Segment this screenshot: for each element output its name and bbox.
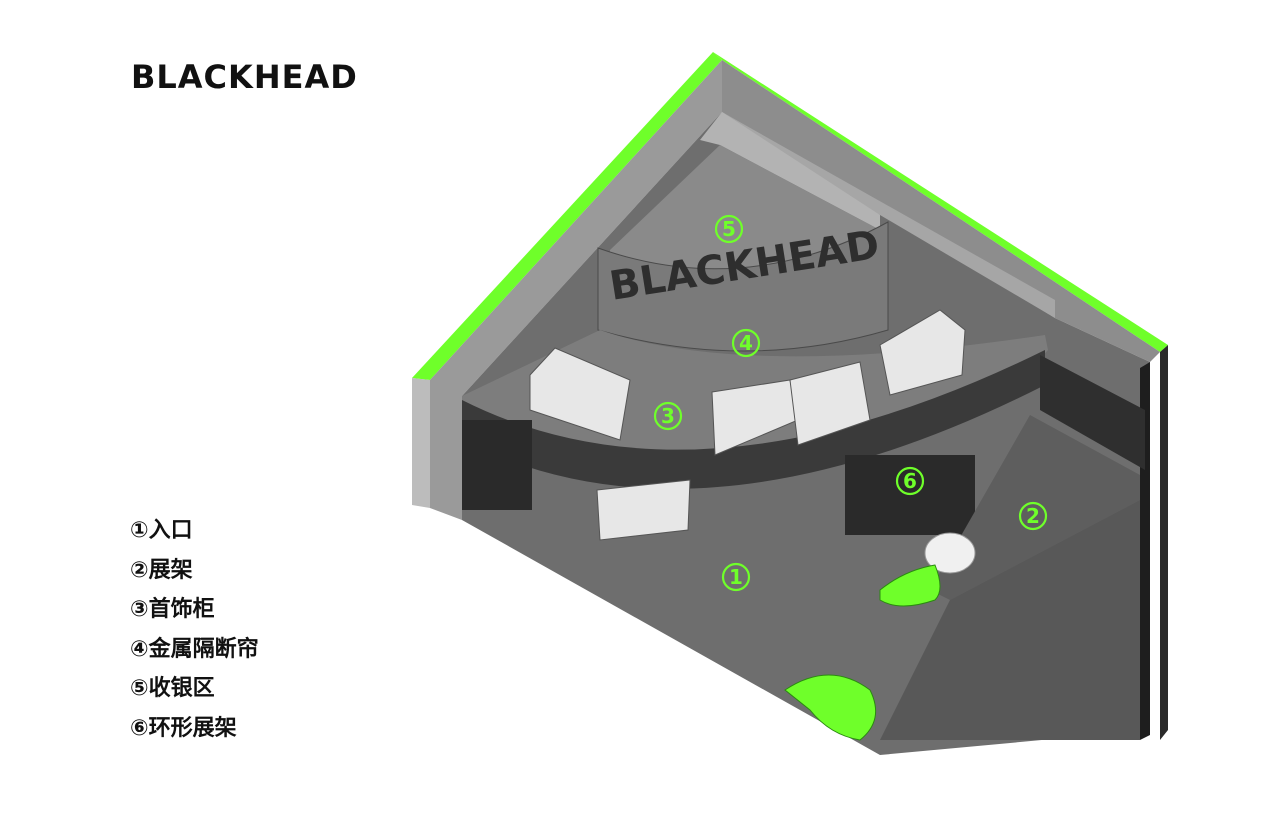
legend-item-entrance: ①入口 <box>130 518 193 543</box>
legend-item-cashier: ⑤收银区 <box>130 676 215 701</box>
back-wall <box>722 60 1160 362</box>
left-wall-end <box>412 378 430 508</box>
svg-text:1: 1 <box>729 565 743 589</box>
legend-item-ring-shelf: ⑥环形展架 <box>130 715 237 741</box>
legend-item-metal-curtain: ④金属隔断帘 <box>130 636 259 662</box>
marker-3: 3 <box>653 401 683 431</box>
foot-sculpture <box>879 532 976 607</box>
marker-4: 4 <box>731 328 761 358</box>
legend-item-shelf: ②展架 <box>130 557 193 583</box>
brand-title: BLACKHEAD <box>131 58 358 96</box>
svg-text:2: 2 <box>1026 504 1040 528</box>
cashier-room-wall <box>700 112 880 230</box>
svg-text:6: 6 <box>903 469 917 493</box>
display-shelf-base <box>880 500 1140 740</box>
jewelry-cabinet <box>879 309 966 396</box>
left-wall <box>430 60 722 520</box>
jewelry-cabinet <box>529 347 631 441</box>
display-shelf <box>930 415 1140 600</box>
marker-5: 5 <box>714 214 744 244</box>
legend-item-jewelry-cabinet: ③首饰柜 <box>130 597 215 622</box>
ring-shelf-top <box>462 350 1045 489</box>
svg-text:4: 4 <box>739 331 753 355</box>
svg-text:3: 3 <box>661 404 675 428</box>
marker-2: 2 <box>1018 501 1048 531</box>
marker-6: 6 <box>895 466 925 496</box>
right-wall-end <box>1160 345 1168 740</box>
legend: ①入口 ②展架 ③首饰柜 ④金属隔断帘 ⑤收银区 ⑥环形展架 <box>130 512 259 749</box>
left-wall-top-edge <box>412 52 722 380</box>
svg-text:5: 5 <box>722 217 736 241</box>
right-wall-top-edge <box>713 52 1168 352</box>
ring-shelf-right-arm <box>1040 355 1145 470</box>
marker-1: 1 <box>721 562 751 592</box>
ear-sculpture <box>784 674 877 741</box>
jewelry-cabinet <box>596 479 691 541</box>
ring-shelf-left-block <box>462 420 532 510</box>
jewelry-cabinet <box>789 361 871 446</box>
metal-curtain <box>597 221 889 352</box>
inner-back-wall <box>722 112 1055 318</box>
